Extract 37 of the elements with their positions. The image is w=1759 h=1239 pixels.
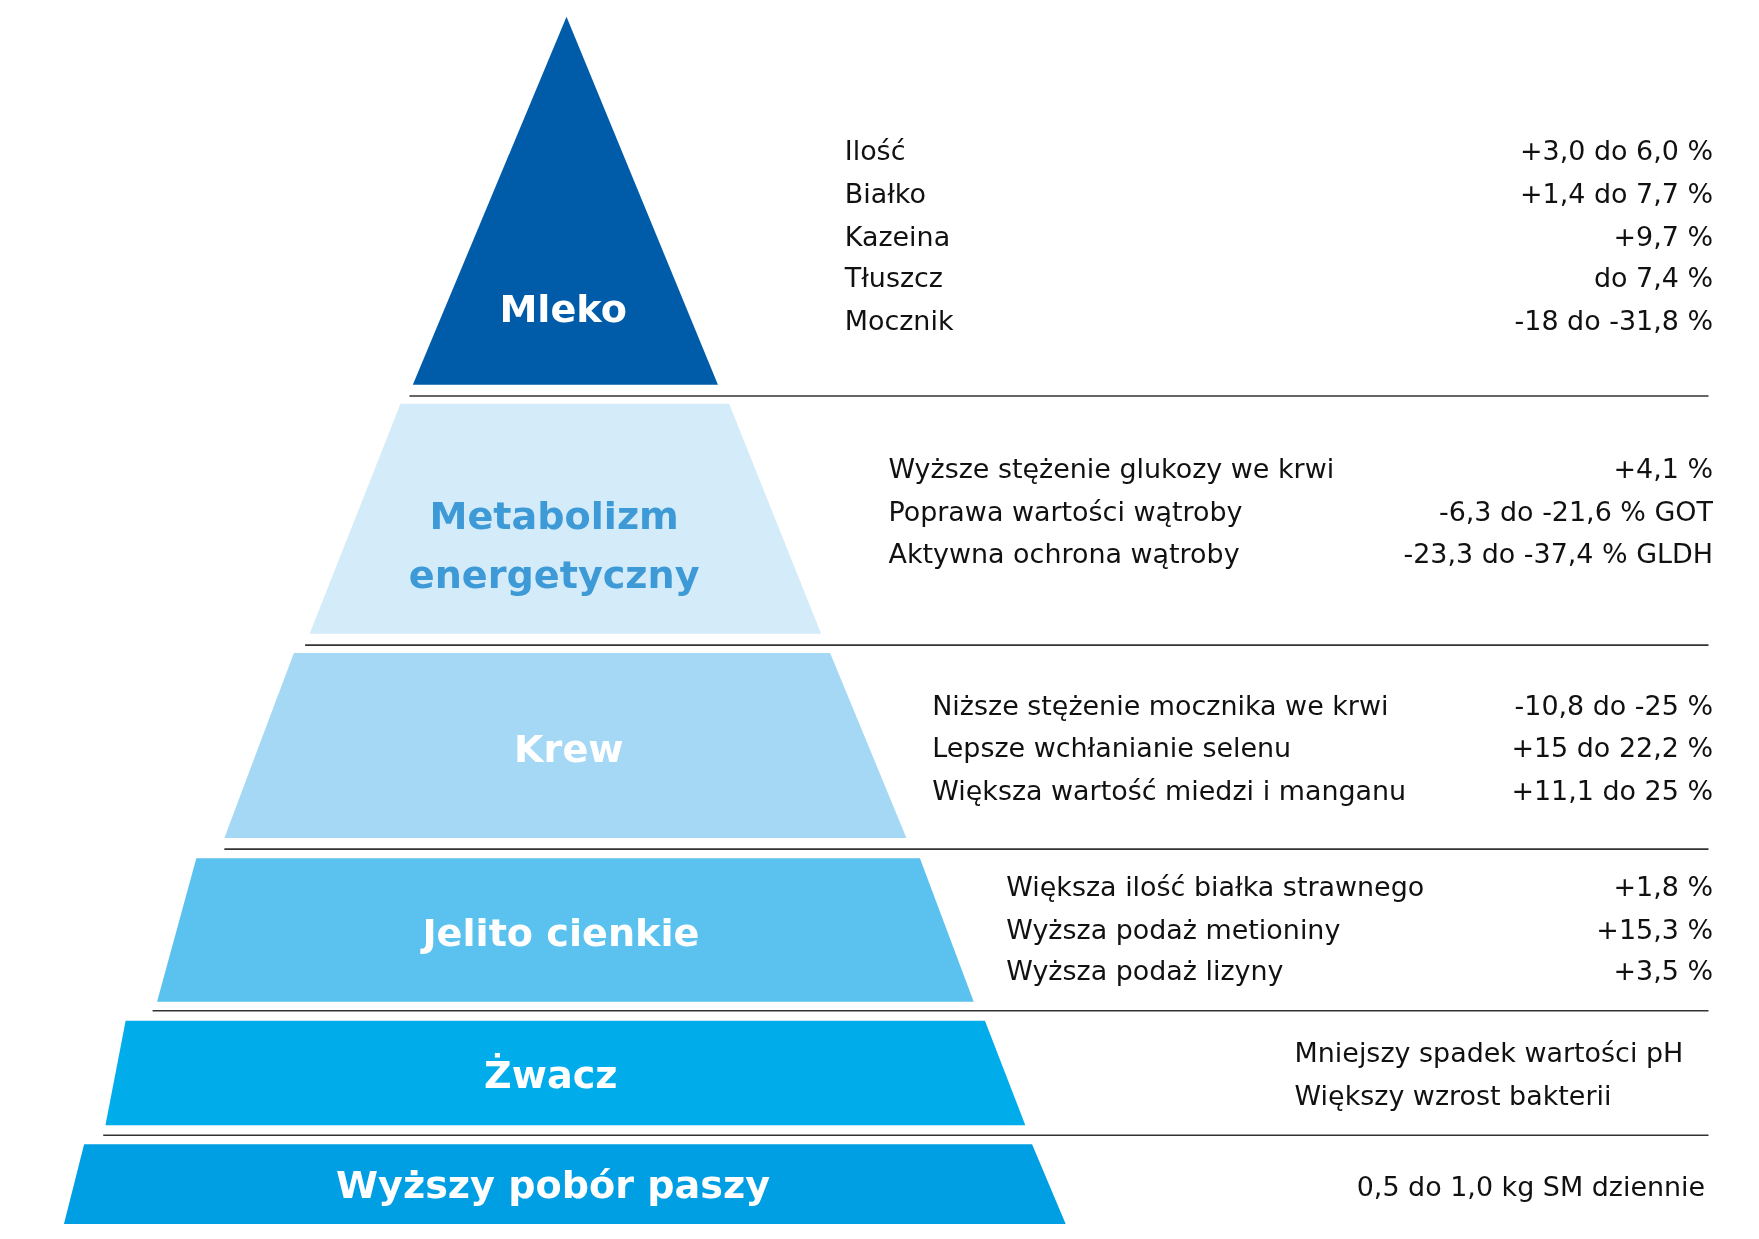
metric-name: Poprawa wartości wątroby xyxy=(888,494,1243,529)
metric-name: Białko xyxy=(844,177,926,211)
metric-value: +15,3 % xyxy=(1596,912,1713,947)
tier-label: Mleko xyxy=(498,285,628,333)
metric-value: +4,1 % xyxy=(1613,452,1713,486)
metric-value: do 7,4 % xyxy=(1593,261,1713,296)
metric-name: Tłuszcz xyxy=(844,261,943,296)
tier-label: Krew xyxy=(513,724,625,773)
metric-name: Niższe stężenie mocznika we krwi xyxy=(932,688,1389,723)
metric-value: +11,1 do 25 % xyxy=(1511,774,1713,808)
metric-value: +1,8 % xyxy=(1613,870,1713,905)
metric-name: Lepsze wchłanianie selenu xyxy=(932,731,1292,766)
metric-text: Większy wzrost bakterii xyxy=(1294,1079,1612,1113)
metric-text: Mniejszy spadek wartości pH xyxy=(1294,1036,1684,1071)
metric-value: +1,4 do 7,7 % xyxy=(1519,177,1713,211)
metric-value: +3,5 % xyxy=(1613,954,1713,989)
note-text: 0,5 do 1,0 kg SM dziennie xyxy=(1356,1170,1706,1204)
metric-name: Wyższa podaż lizyny xyxy=(1006,954,1284,989)
metric-value: +9,7 % xyxy=(1613,219,1713,254)
metric-name: Wyższe stężenie glukozy we krwi xyxy=(888,452,1335,486)
metric-value: -10,8 do -25 % xyxy=(1514,688,1713,723)
tier-label: Żwacz xyxy=(483,1051,619,1100)
metric-name: Mocznik xyxy=(844,304,954,338)
metric-value: +15 do 22,2 % xyxy=(1511,731,1713,766)
tier-label: Jelito cienkie xyxy=(419,908,701,957)
metric-name: Większa wartość miedzi i manganu xyxy=(932,774,1407,808)
metric-value: -6,3 do -21,6 % GOT xyxy=(1438,494,1713,529)
tier-label: Wyższy pobór paszy xyxy=(335,1161,772,1210)
metric-name: Większa ilość białka strawnego xyxy=(1006,870,1425,905)
metric-name: Wyższa podaż metioniny xyxy=(1006,912,1341,947)
metric-name: Kazeina xyxy=(844,219,951,254)
metric-name: Aktywna ochrona wątroby xyxy=(888,537,1240,571)
tier-label: Metabolizm energetyczny xyxy=(408,492,700,599)
metric-value: -23,3 do -37,4 % GLDH xyxy=(1403,537,1713,571)
metric-value: -18 do -31,8 % xyxy=(1514,304,1713,338)
metric-value: +3,0 do 6,0 % xyxy=(1519,134,1713,169)
metric-name: Ilość xyxy=(844,134,906,169)
